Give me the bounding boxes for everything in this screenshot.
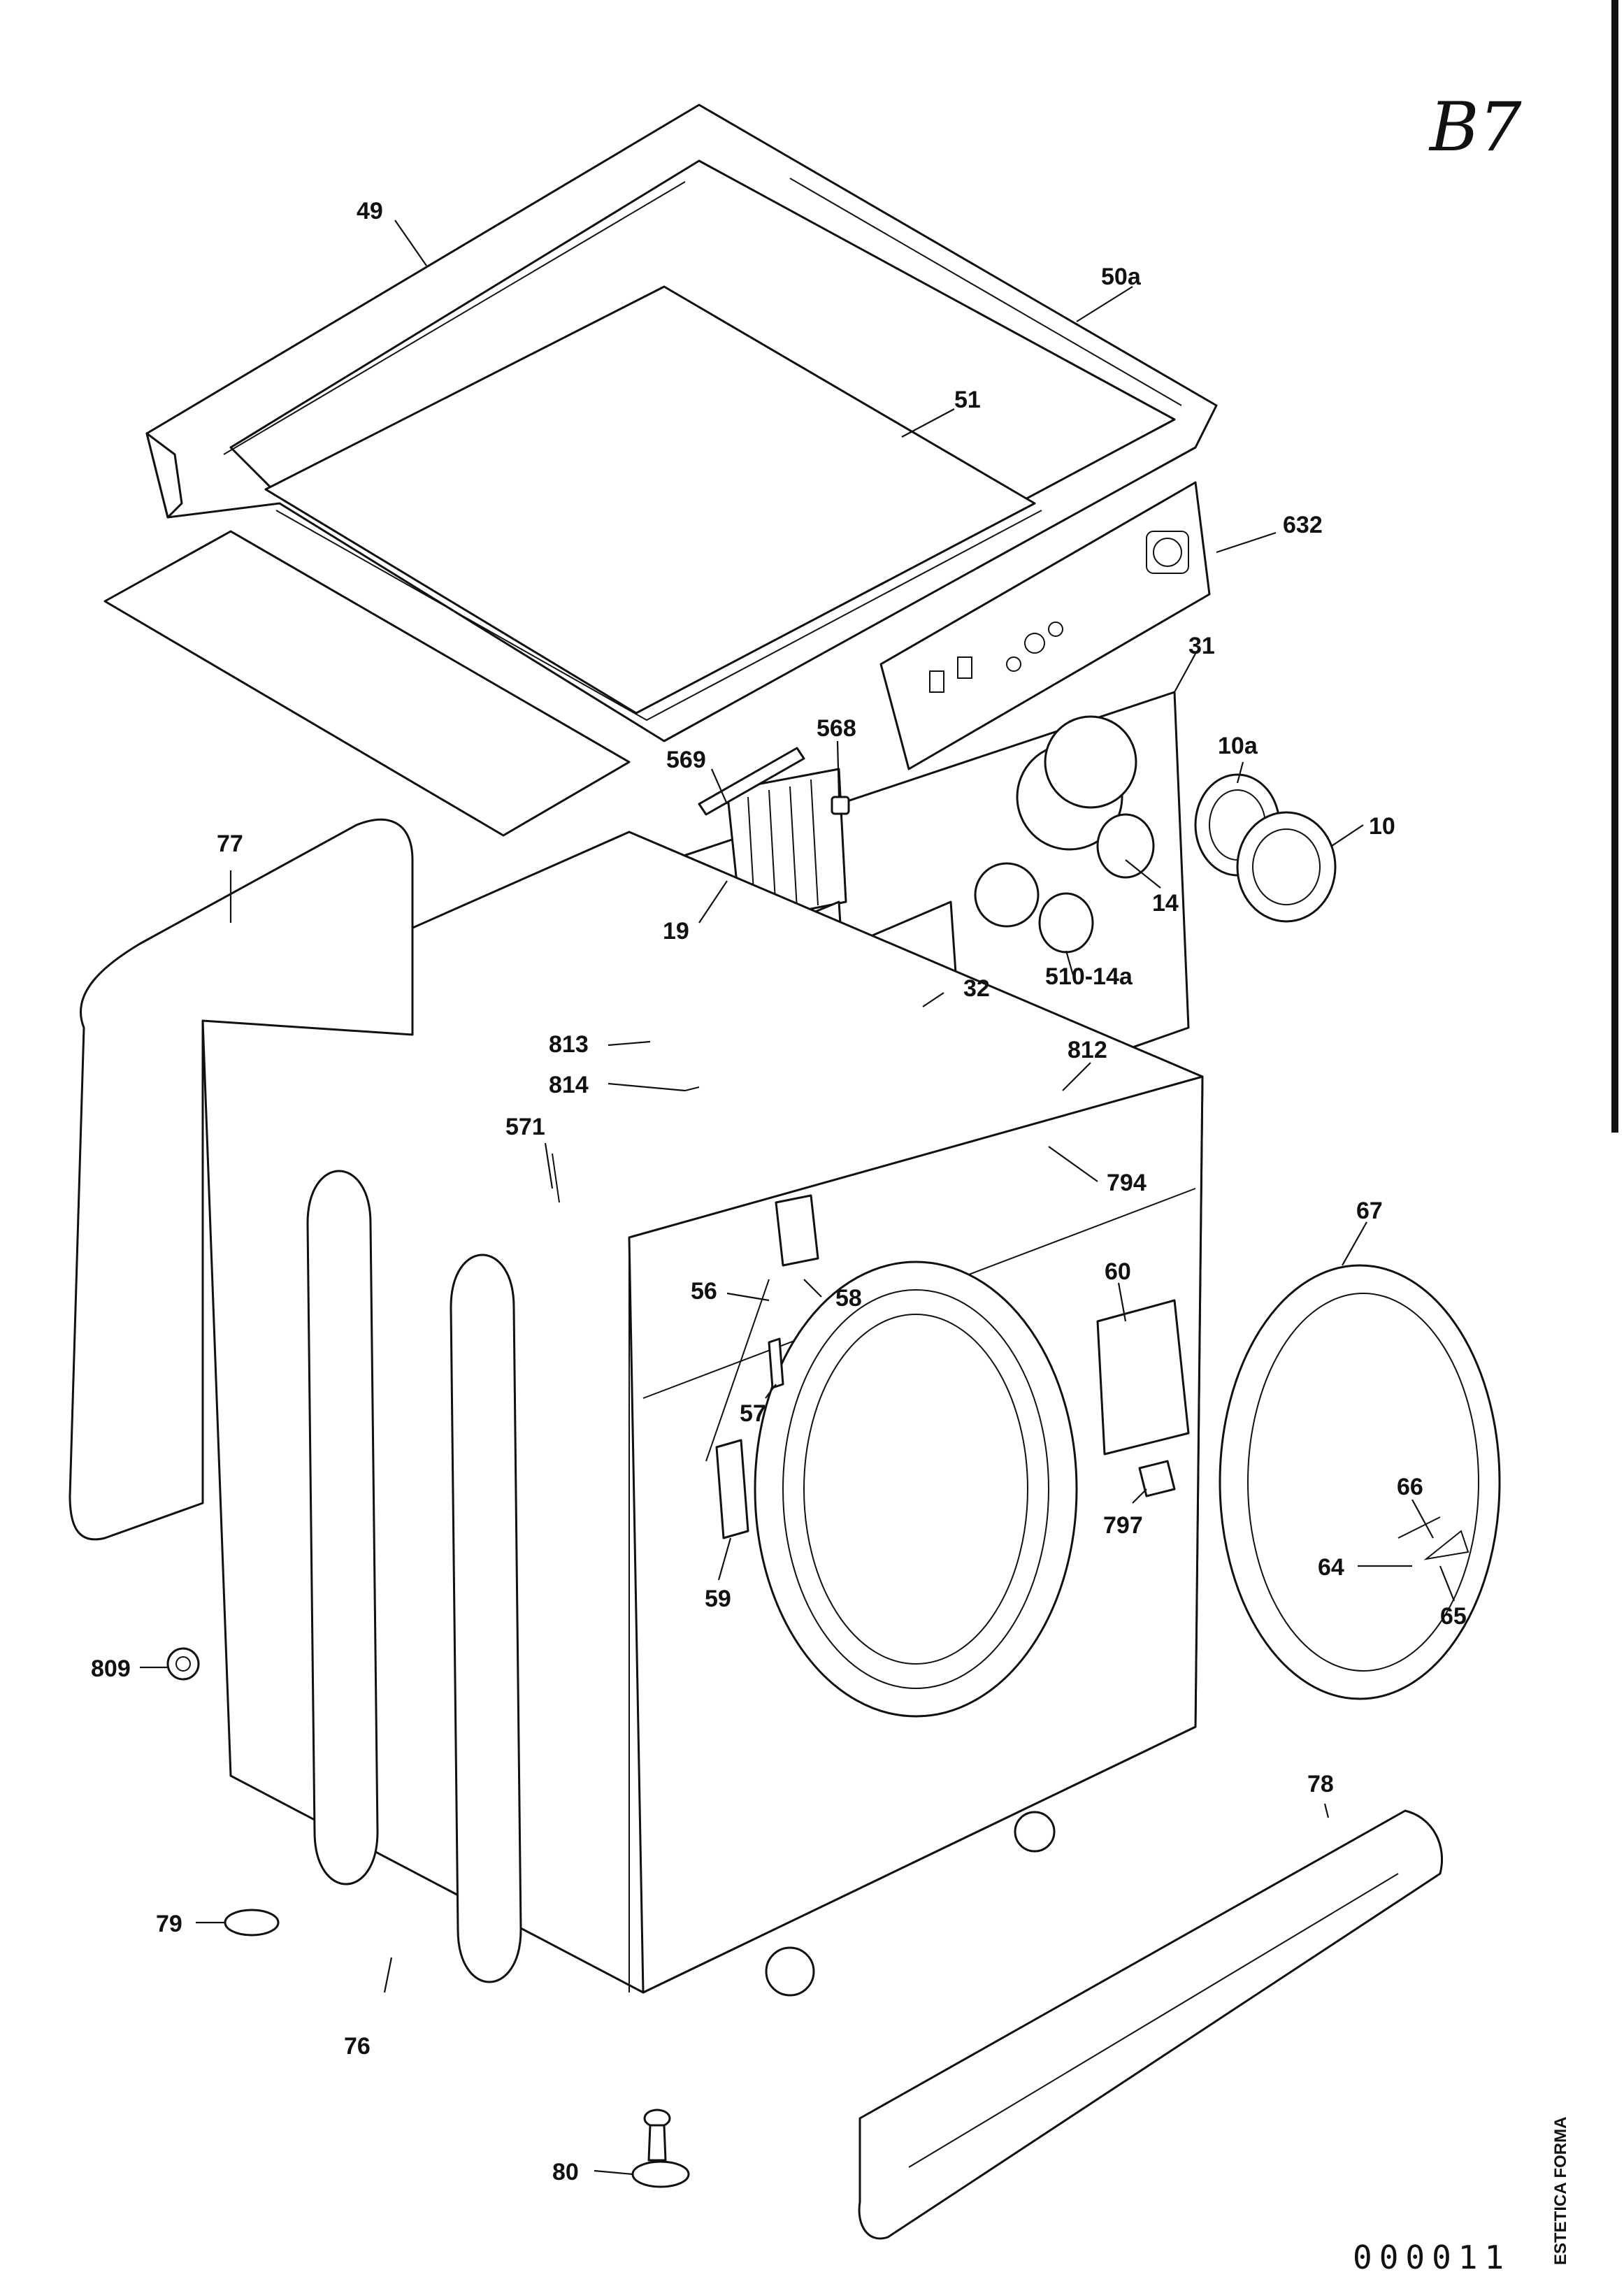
label-794: 794 [1107,1170,1147,1196]
label-78: 78 [1307,1771,1334,1797]
label-632: 632 [1283,512,1323,538]
label-10: 10 [1369,813,1395,840]
label-569: 569 [666,747,706,773]
top-panel [264,285,1042,721]
label-76: 76 [344,2033,371,2060]
vertical-brand-label: ESTETICA FORMA [1551,2117,1570,2265]
label-813: 813 [549,1031,589,1058]
label-67: 67 [1356,1198,1383,1224]
label-58: 58 [835,1285,862,1312]
drawing-number: 000011 [1353,2239,1511,2276]
small-parts [166,1086,1441,2188]
selector-knob-assembly [1038,773,1337,954]
label-60: 60 [1105,1258,1131,1285]
label-812: 812 [1068,1037,1107,1063]
door [1219,1264,1501,1700]
handwritten-sheet-mark: B7 [1428,88,1522,166]
label-49: 49 [357,198,383,224]
label-814: 814 [549,1072,589,1098]
leader-lines [140,220,1456,2176]
label-79: 79 [156,1911,182,1937]
cover-sheet [103,530,631,837]
control-board [879,481,1211,770]
label-809: 809 [91,1655,131,1682]
rear-gasket [69,818,414,1541]
label-31: 31 [1188,633,1215,659]
label-64: 64 [1318,1554,1344,1581]
label-571: 571 [505,1114,545,1140]
label-10a: 10a [1218,733,1258,759]
label-568: 568 [817,715,856,742]
part-labels: 49 50a 51 632 31 568 569 10a 10 77 19 14… [91,198,1467,2185]
door-lock-assembly [705,1194,819,1539]
label-59: 59 [705,1586,731,1612]
door-hinge [1096,1299,1190,1497]
label-50a: 50a [1101,264,1142,290]
label-66: 66 [1397,1474,1423,1500]
label-56: 56 [691,1278,717,1305]
label-19: 19 [663,918,689,945]
label-80: 80 [552,2159,579,2185]
label-32: 32 [963,975,990,1002]
label-65: 65 [1440,1603,1467,1630]
porthole-opening [754,1260,1078,1718]
label-510-14a: 510-14a [1045,963,1133,990]
plinth-panel [858,1809,1444,2240]
label-51: 51 [954,387,981,413]
label-14: 14 [1152,890,1179,917]
push-button-block [698,747,850,924]
label-77: 77 [217,831,243,857]
label-57: 57 [740,1400,766,1427]
page-edge-bar [1611,0,1618,1133]
label-797: 797 [1103,1512,1143,1539]
